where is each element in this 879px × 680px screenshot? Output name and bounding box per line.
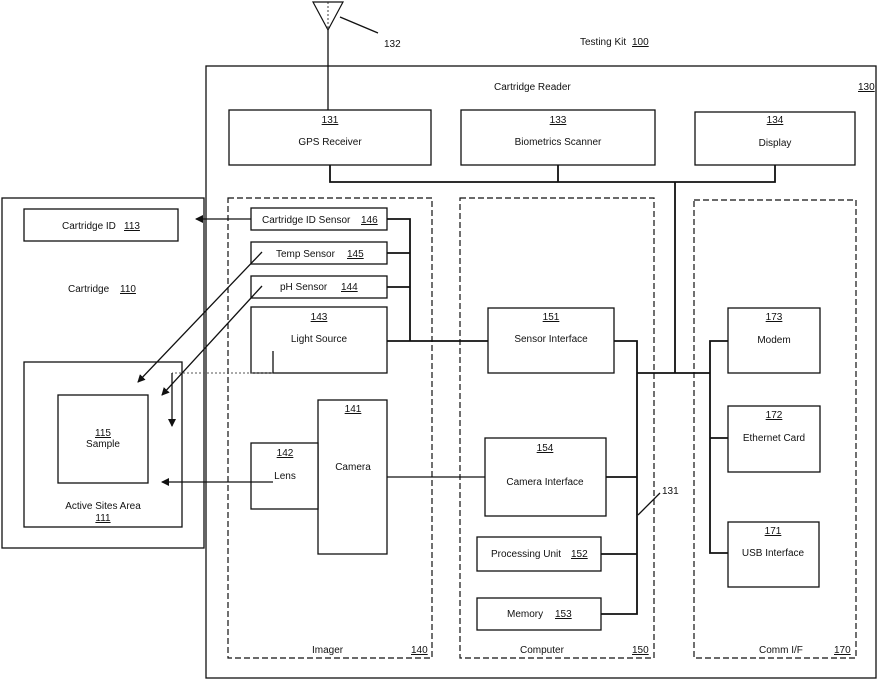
temp-sensor-block: Temp Sensor 145 [251,242,387,264]
modem-block: 173 Modem [728,308,820,373]
processing-unit-label: Processing Unit [491,549,561,560]
cartridge-id-sensor-ref: 146 [361,215,378,226]
bus-ref-leader [638,493,660,515]
comm-if-ref: 170 [834,645,851,656]
biometrics-scanner-block: 133 Biometrics Scanner [461,110,655,165]
memory-block: Memory 153 [477,598,601,630]
usb-interface-block: 171 USB Interface [728,522,819,587]
cartridge-id-label: Cartridge ID [62,221,116,232]
computer-ref: 150 [632,645,649,656]
display-label: Display [759,138,792,149]
active-sites-label: Active Sites Area [65,501,141,512]
display-ref: 134 [767,115,784,126]
sample-block: 115 Sample [58,395,148,483]
cartridge-id-sensor-label: Cartridge ID Sensor [262,215,351,226]
memory-ref: 153 [555,609,572,620]
cartridge-ref: 110 [120,284,136,295]
lens-ref: 142 [277,448,294,459]
temp-sensor-arrow [138,252,262,382]
light-source-ref: 143 [311,312,328,323]
lens-label: Lens [274,471,296,482]
sensor-interface-label: Sensor Interface [514,334,588,345]
sensor-interface-ref: 151 [543,312,560,323]
ph-sensor-label: pH Sensor [280,282,328,293]
display-block: 134 Display [695,112,855,165]
cartridge-id-block: Cartridge ID 113 [24,209,178,241]
lens-block: 142 Lens [251,443,318,509]
modem-ref: 173 [766,312,783,323]
usb-label: USB Interface [742,548,805,559]
ph-sensor-block: pH Sensor 144 [251,276,387,298]
light-source-block: 143 Light Source [251,307,387,373]
comm-if-label: Comm I/F [759,645,803,656]
cartridge-id-ref: 113 [124,221,140,232]
usb-ref: 171 [765,526,782,537]
camera-interface-block: 154 Camera Interface [485,438,606,516]
cartridge-reader-label: Cartridge Reader [494,82,571,93]
imager-ref: 140 [411,645,428,656]
computer-label: Computer [520,645,565,656]
sample-label: Sample [86,439,120,450]
memory-label: Memory [507,609,543,620]
camera-label: Camera [335,462,371,473]
camera-interface-ref: 154 [537,443,554,454]
camera-ref: 141 [345,404,362,415]
biometrics-ref: 133 [550,115,567,126]
processing-unit-block: Processing Unit 152 [477,537,601,571]
comm-bus-line [710,341,728,553]
temp-sensor-label: Temp Sensor [276,249,336,260]
imager-label: Imager [312,645,344,656]
antenna-ref: 132 [384,39,401,50]
cartridge-reader-ref: 130 [858,82,875,93]
modem-label: Modem [757,335,790,346]
sensor-bus-line [387,219,488,341]
testing-kit-ref: 100 [632,37,649,48]
ethernet-label: Ethernet Card [743,433,805,444]
sensor-interface-block: 151 Sensor Interface [488,308,614,373]
ph-sensor-ref: 144 [341,282,358,293]
gps-ref: 131 [322,115,339,126]
processing-unit-ref: 152 [571,549,588,560]
sample-ref: 115 [95,428,111,439]
active-sites-ref: 111 [95,513,111,524]
ethernet-card-block: 172 Ethernet Card [728,406,820,472]
cartridge-id-sensor-block: Cartridge ID Sensor 146 [251,208,387,230]
temp-sensor-ref: 145 [347,249,364,260]
bus-ref: 131 [662,486,679,497]
gps-label: GPS Receiver [298,137,362,148]
antenna-icon [313,2,378,110]
computer-group [460,198,654,658]
cartridge-label: Cartridge [68,284,110,295]
testing-kit-label: Testing Kit [580,37,626,48]
camera-interface-label: Camera Interface [506,477,584,488]
camera-block: 141 Camera [318,400,387,554]
ethernet-ref: 172 [766,410,783,421]
biometrics-label: Biometrics Scanner [515,137,602,148]
gps-receiver-block: 131 GPS Receiver [229,110,431,165]
light-source-label: Light Source [291,334,348,345]
